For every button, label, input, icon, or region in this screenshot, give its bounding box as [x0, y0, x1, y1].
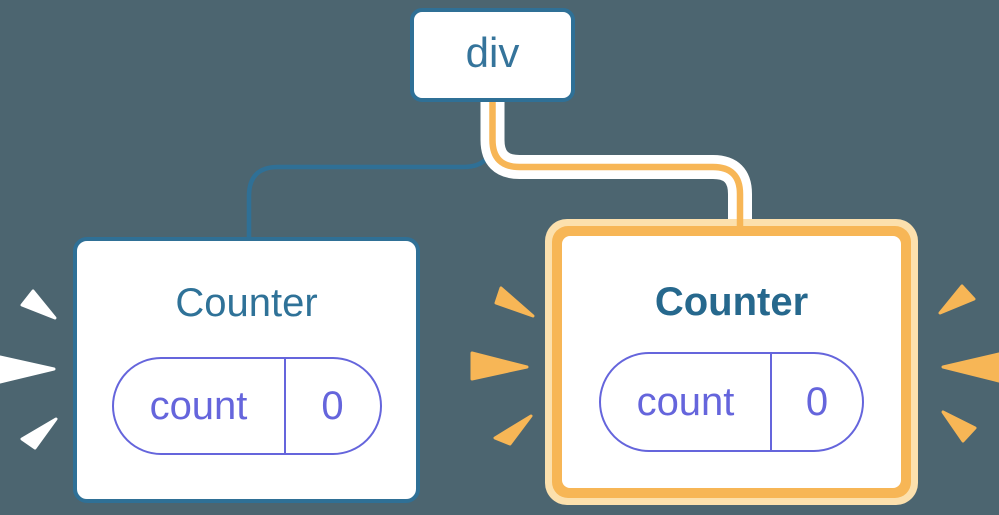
sparkle-icon [941, 410, 977, 443]
sparkle-icon [20, 417, 58, 450]
left-counter-sparkles [0, 289, 58, 450]
div-node-label: div [465, 29, 520, 76]
state-value-label: 0 [321, 383, 344, 428]
right-counter-title: Counter [654, 280, 809, 324]
sparkle-icon [938, 284, 976, 315]
sparkle-icon [941, 352, 999, 383]
left-counter-node: Counter count 0 [73, 237, 420, 503]
state-key-label: count [601, 354, 772, 450]
left-counter-title: Counter [175, 281, 318, 325]
edge-div-to-left-counter [246, 102, 495, 239]
state-key-label: count [114, 359, 286, 453]
div-node: div [410, 8, 575, 102]
right-counter-state-pill: count 0 [599, 352, 864, 452]
sparkle-icon [494, 286, 535, 318]
right-counter-node: Counter count 0 [545, 219, 918, 505]
sparkle-icon [493, 414, 533, 446]
left-counter-state-pill: count 0 [111, 357, 382, 455]
edge-highlight-casing [480, 102, 752, 219]
right-counter-card: Counter count 0 [562, 236, 901, 488]
right-counter-highlight-ring: Counter count 0 [552, 226, 911, 498]
state-value-label: 0 [805, 379, 829, 424]
sparkle-icon [20, 289, 57, 320]
edge-div-to-right-counter [489, 102, 744, 234]
sparkle-icon [470, 351, 529, 381]
sparkle-icon [0, 355, 56, 384]
